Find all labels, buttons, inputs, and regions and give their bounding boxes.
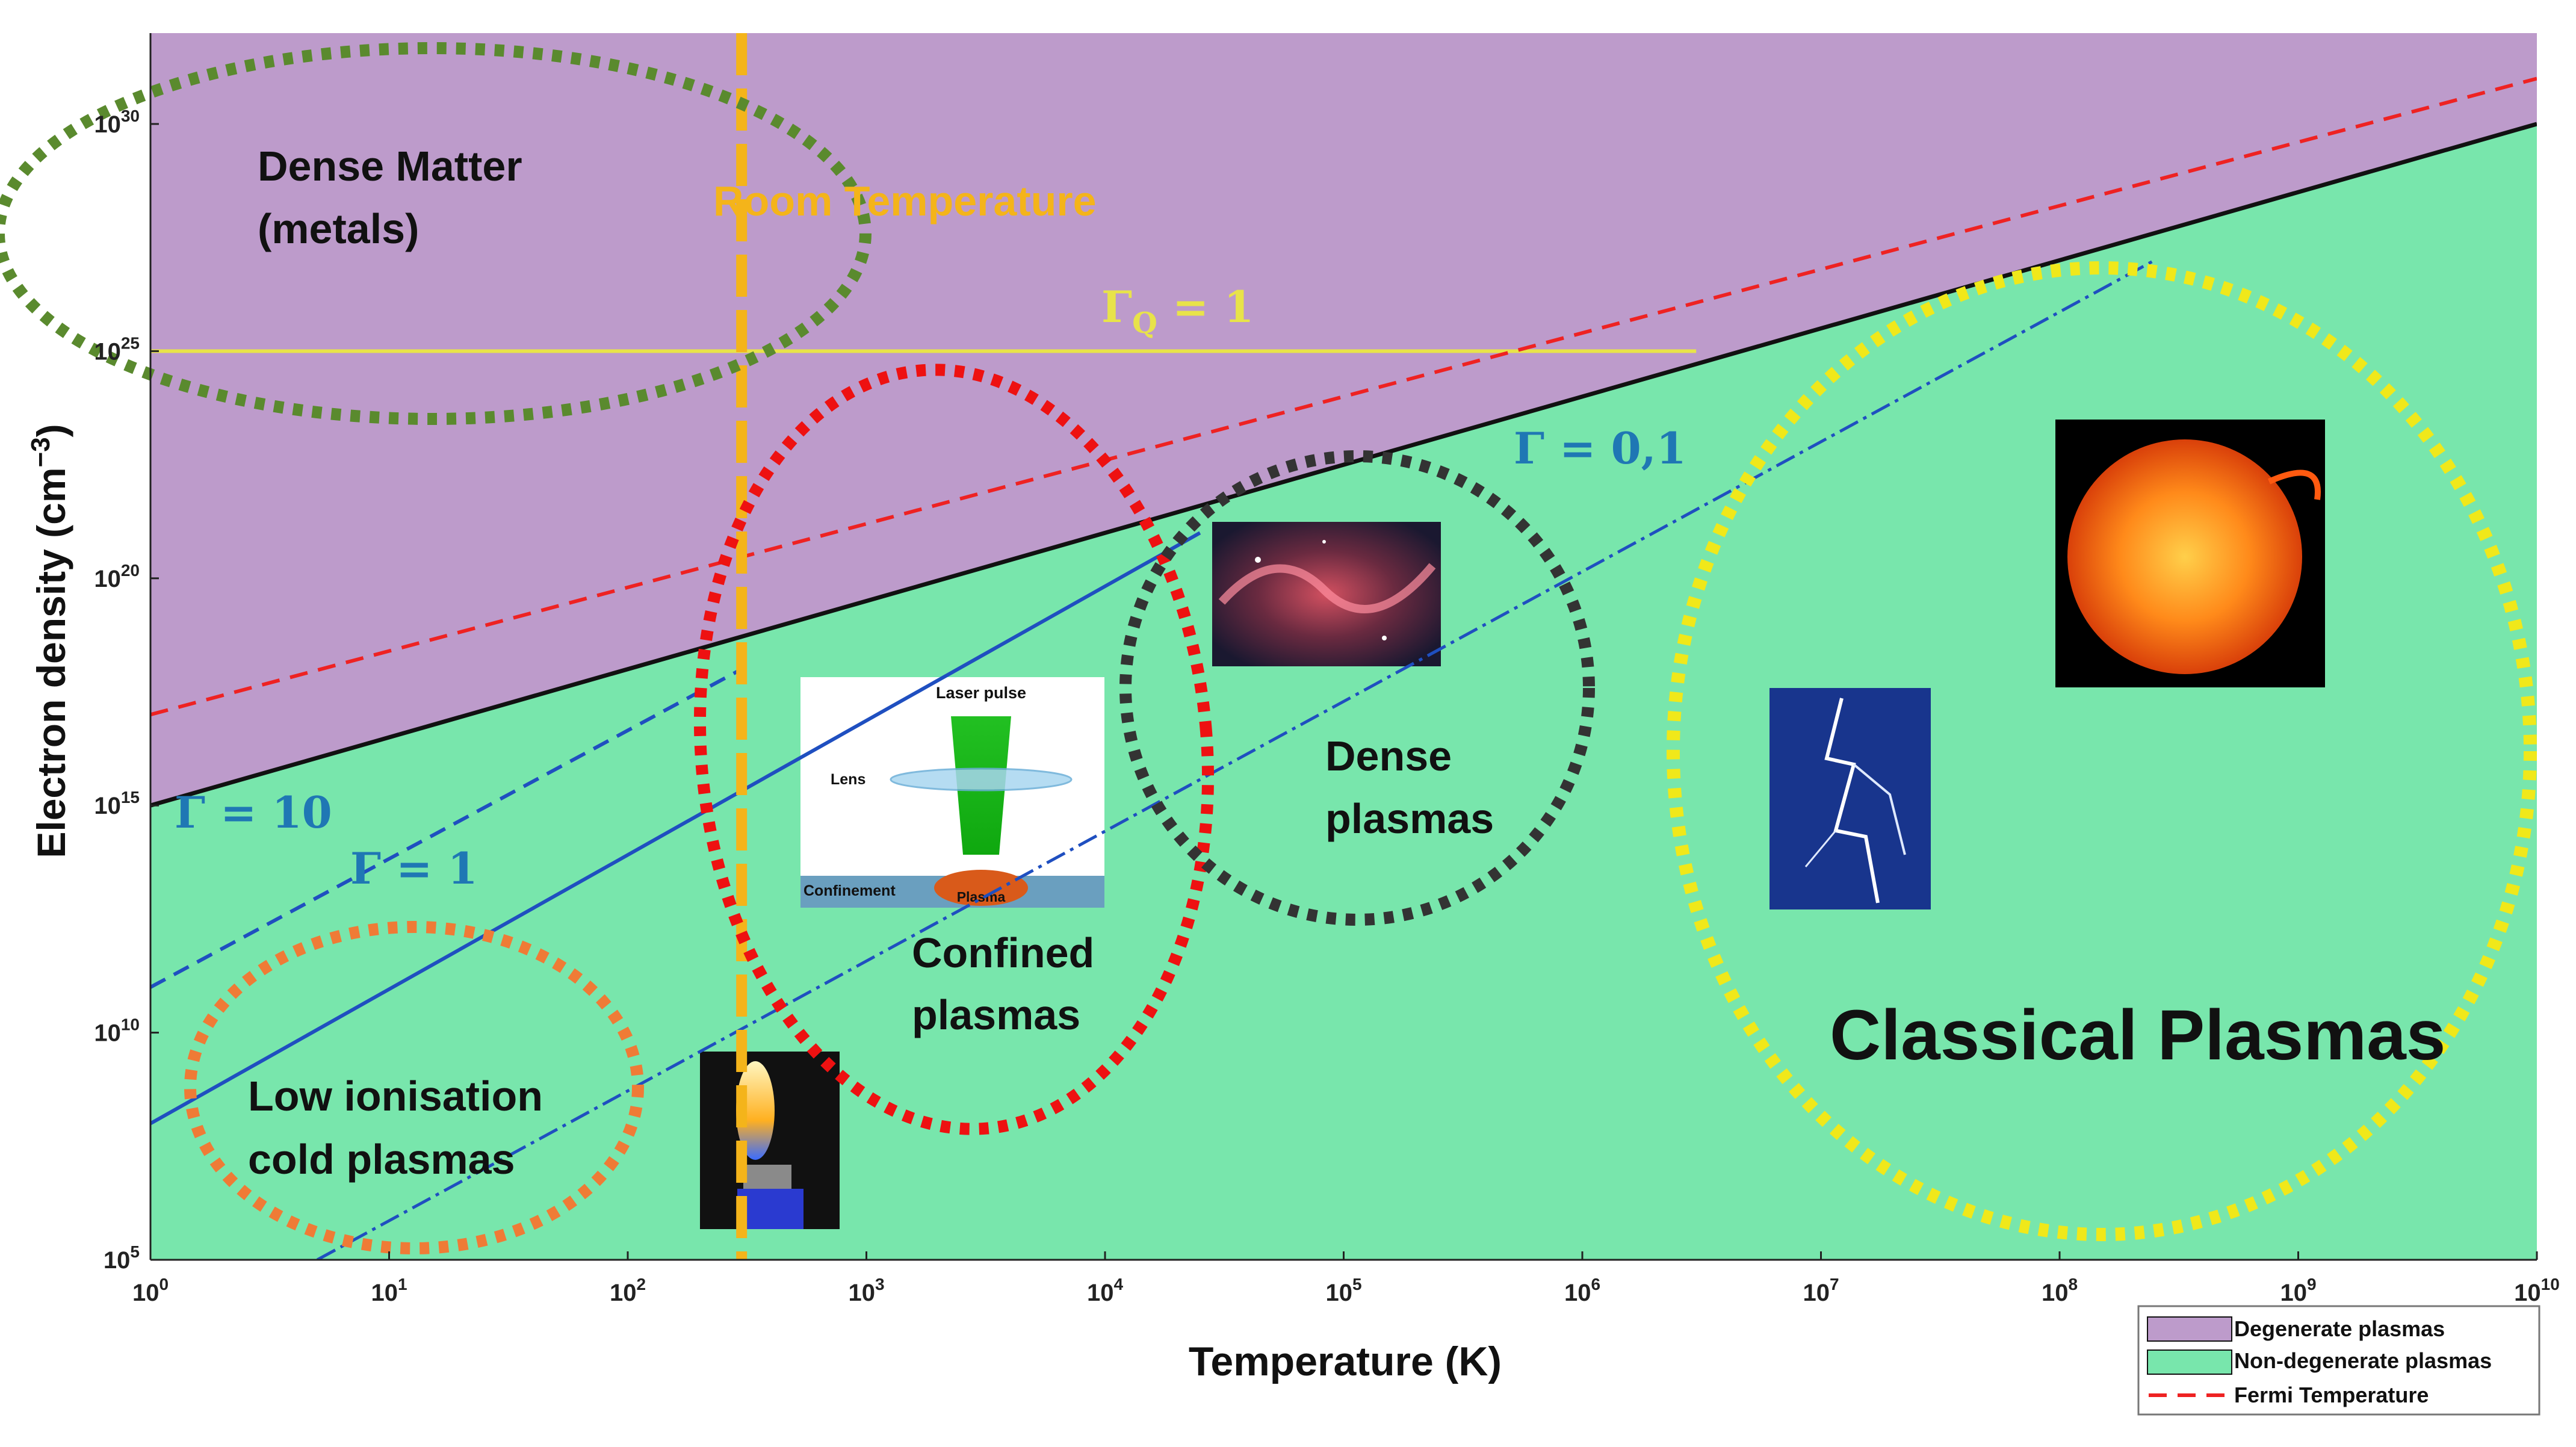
x-tick-label: 104 bbox=[1087, 1275, 1124, 1306]
degeneracy-boundary-line bbox=[150, 122, 2537, 808]
inset-lens-label: Lens bbox=[831, 771, 865, 788]
legend-swatch-non-degenerate bbox=[2147, 1349, 2232, 1375]
confined-plasmas-label: Confined plasmas bbox=[912, 929, 1106, 1038]
confined-plasmas-ellipse bbox=[693, 364, 1215, 1135]
x-tick-label: 107 bbox=[1803, 1275, 1839, 1306]
x-tick-label: 103 bbox=[848, 1275, 884, 1306]
dense-plasmas-ellipse bbox=[1119, 450, 1595, 926]
dense-matter-label: Dense Matter (metals) bbox=[258, 143, 534, 252]
y-tick-label: 1025 bbox=[94, 333, 140, 365]
legend-label-fermi: Fermi Temperature bbox=[2234, 1383, 2429, 1407]
low-ionisation-label: Low ionisation cold plasmas bbox=[248, 1073, 554, 1183]
data-lines bbox=[150, 33, 2537, 1260]
inset-confinement-label: Confinement bbox=[803, 882, 896, 899]
inset-plasma-label: Plasma bbox=[957, 889, 1006, 905]
y-tick-label: 1020 bbox=[94, 561, 140, 592]
x-tick-label: 108 bbox=[2042, 1275, 2078, 1306]
gamma-1-label: Γ = 1 bbox=[350, 843, 478, 894]
gamma-10-label: Γ = 10 bbox=[175, 787, 332, 838]
gamma-1-line bbox=[150, 531, 1201, 1126]
degenerate-region bbox=[150, 33, 2537, 806]
dense-plasmas-label: Dense plasmas bbox=[1325, 733, 1494, 842]
gamma-10-line bbox=[150, 668, 743, 989]
x-tick-label: 100 bbox=[132, 1275, 169, 1306]
x-tick-label: 101 bbox=[371, 1275, 407, 1306]
line-labels: Room Temperature ΓQ = 1 Γ = 0,1 Γ = 10 Γ… bbox=[175, 178, 1686, 894]
x-tick-label: 102 bbox=[610, 1275, 646, 1306]
x-tick-label: 109 bbox=[2280, 1275, 2316, 1306]
y-tick-label: 1030 bbox=[94, 107, 140, 138]
room-temperature-label: Room Temperature bbox=[713, 178, 1097, 225]
classical-plasmas-label: Classical Plasmas bbox=[1830, 996, 2445, 1075]
sun-image bbox=[2055, 420, 2325, 687]
laser-inset: Laser pulse Lens Confinement Plasma bbox=[800, 677, 1104, 908]
x-tick-label: 105 bbox=[1325, 1275, 1361, 1306]
x-tick-label: 1010 bbox=[2514, 1275, 2560, 1306]
dense-matter-ellipse bbox=[0, 42, 872, 425]
low-ionisation-ellipse bbox=[184, 921, 644, 1254]
legend: Degenerate plasmas Non-degenerate plasma… bbox=[2137, 1305, 2540, 1416]
x-tick-label: 106 bbox=[1564, 1275, 1600, 1306]
classical-plasmas-ellipse bbox=[1667, 261, 2537, 1241]
lightning-image bbox=[1769, 688, 1931, 909]
region-ellipses bbox=[0, 42, 2537, 1254]
legend-label-non-degenerate: Non-degenerate plasmas bbox=[2234, 1348, 2492, 1373]
gamma-0-1-line bbox=[316, 259, 2155, 1260]
legend-swatch-degenerate bbox=[2147, 1316, 2232, 1342]
lighter-image bbox=[700, 1052, 840, 1229]
y-tick-label: 105 bbox=[104, 1242, 140, 1274]
legend-label-degenerate: Degenerate plasmas bbox=[2234, 1316, 2445, 1341]
x-axis-title: Temperature (K) bbox=[1189, 1339, 1502, 1384]
nebula-image bbox=[1212, 522, 1441, 666]
inset-laser-pulse-label: Laser pulse bbox=[936, 684, 1026, 702]
y-tick-label: 1010 bbox=[94, 1015, 140, 1047]
region-labels: Dense Matter (metals) Confined plasmas D… bbox=[248, 143, 2445, 1183]
x-ticks: 100 101 102 103 104 105 106 107 108 109 1010 bbox=[132, 1251, 2560, 1306]
y-tick-label: 1015 bbox=[94, 788, 140, 819]
y-ticks: 105 1010 1015 1020 1025 1030 bbox=[94, 107, 159, 1274]
gamma-0-1-label: Γ = 0,1 bbox=[1514, 423, 1686, 474]
fermi-temperature-line bbox=[150, 76, 2537, 717]
y-axis-title: Electron density (cm−3) bbox=[26, 424, 73, 858]
gamma-q-label: ΓQ = 1 bbox=[1101, 281, 1254, 340]
